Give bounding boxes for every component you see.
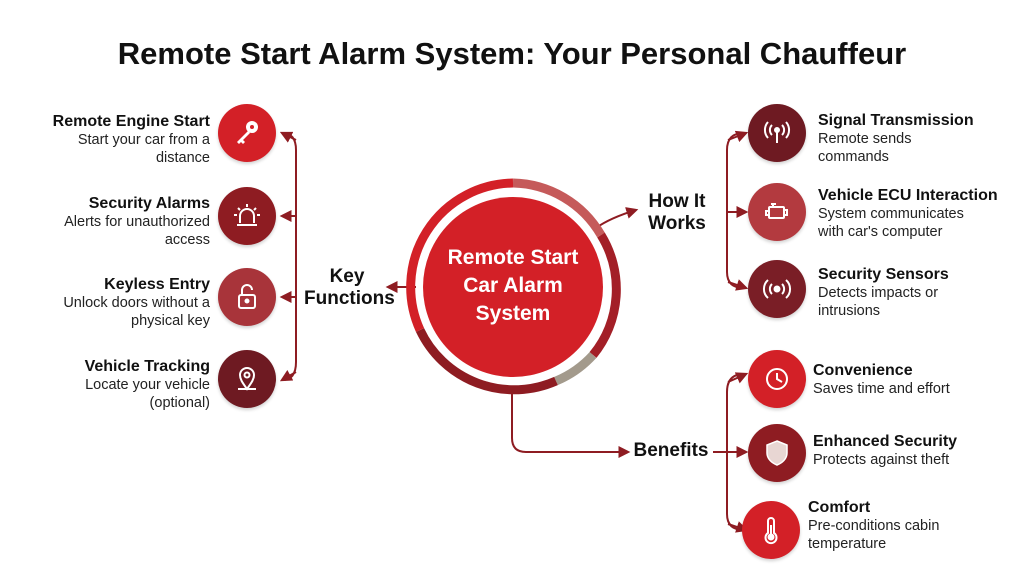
center-title: Remote Start Car Alarm System	[447, 246, 579, 325]
how-it-works-signal-transmission: Signal Transmission Remote sends command…	[818, 112, 974, 165]
thermometer-icon	[742, 501, 800, 559]
benefit-enhanced-security: Enhanced Security Protects against theft	[813, 433, 958, 468]
benefit-comfort: Comfort Pre-conditions cabin temperature	[808, 499, 940, 552]
car-key-icon	[218, 104, 276, 162]
sensor-waves-icon	[748, 260, 806, 318]
benefit-convenience: Convenience Saves time and effort	[813, 362, 950, 397]
arrow-to-signal-transmission	[727, 130, 749, 143]
arrow-center-to-how-it-works	[595, 207, 639, 229]
siren-icon	[218, 187, 276, 245]
how-it-works-security-sensors: Security Sensors Detects impacts or intr…	[818, 266, 949, 319]
key-function-keyless-entry: Keyless Entry Unlock doors without a phy…	[63, 276, 210, 329]
engine-icon	[748, 183, 806, 241]
key-function-remote-engine-start: Remote Engine Start Start your car from …	[52, 113, 210, 166]
antenna-signal-icon	[748, 104, 806, 162]
arrow-to-remote-start	[279, 131, 297, 143]
key-function-vehicle-tracking: Vehicle Tracking Locate your vehicle (op…	[84, 358, 210, 411]
clock-icon	[748, 350, 806, 408]
arrow-center-to-benefits	[511, 390, 631, 458]
how-it-works-vehicle-ecu: Vehicle ECU Interaction System communica…	[818, 187, 998, 240]
arrow-to-security-sensors	[727, 279, 749, 291]
page-title: Remote Start Alarm System: Your Personal…	[117, 36, 907, 71]
branch-label-key-functions: Key Functions	[304, 266, 395, 309]
location-pin-icon	[218, 350, 276, 408]
how-it-works-bracket	[726, 132, 745, 289]
key-function-security-alarms: Security Alarms Alerts for unauthorized …	[64, 195, 210, 248]
unlocked-padlock-icon	[218, 268, 276, 326]
branch-label-how-it-works: How It Works	[648, 191, 706, 234]
key-functions-bracket	[281, 132, 297, 381]
center-node	[406, 178, 621, 395]
arrow-to-convenience	[727, 372, 749, 384]
branch-label-benefits: Benefits	[633, 440, 709, 461]
arrow-to-vehicle-tracking	[279, 370, 297, 382]
shield-icon	[748, 424, 806, 482]
